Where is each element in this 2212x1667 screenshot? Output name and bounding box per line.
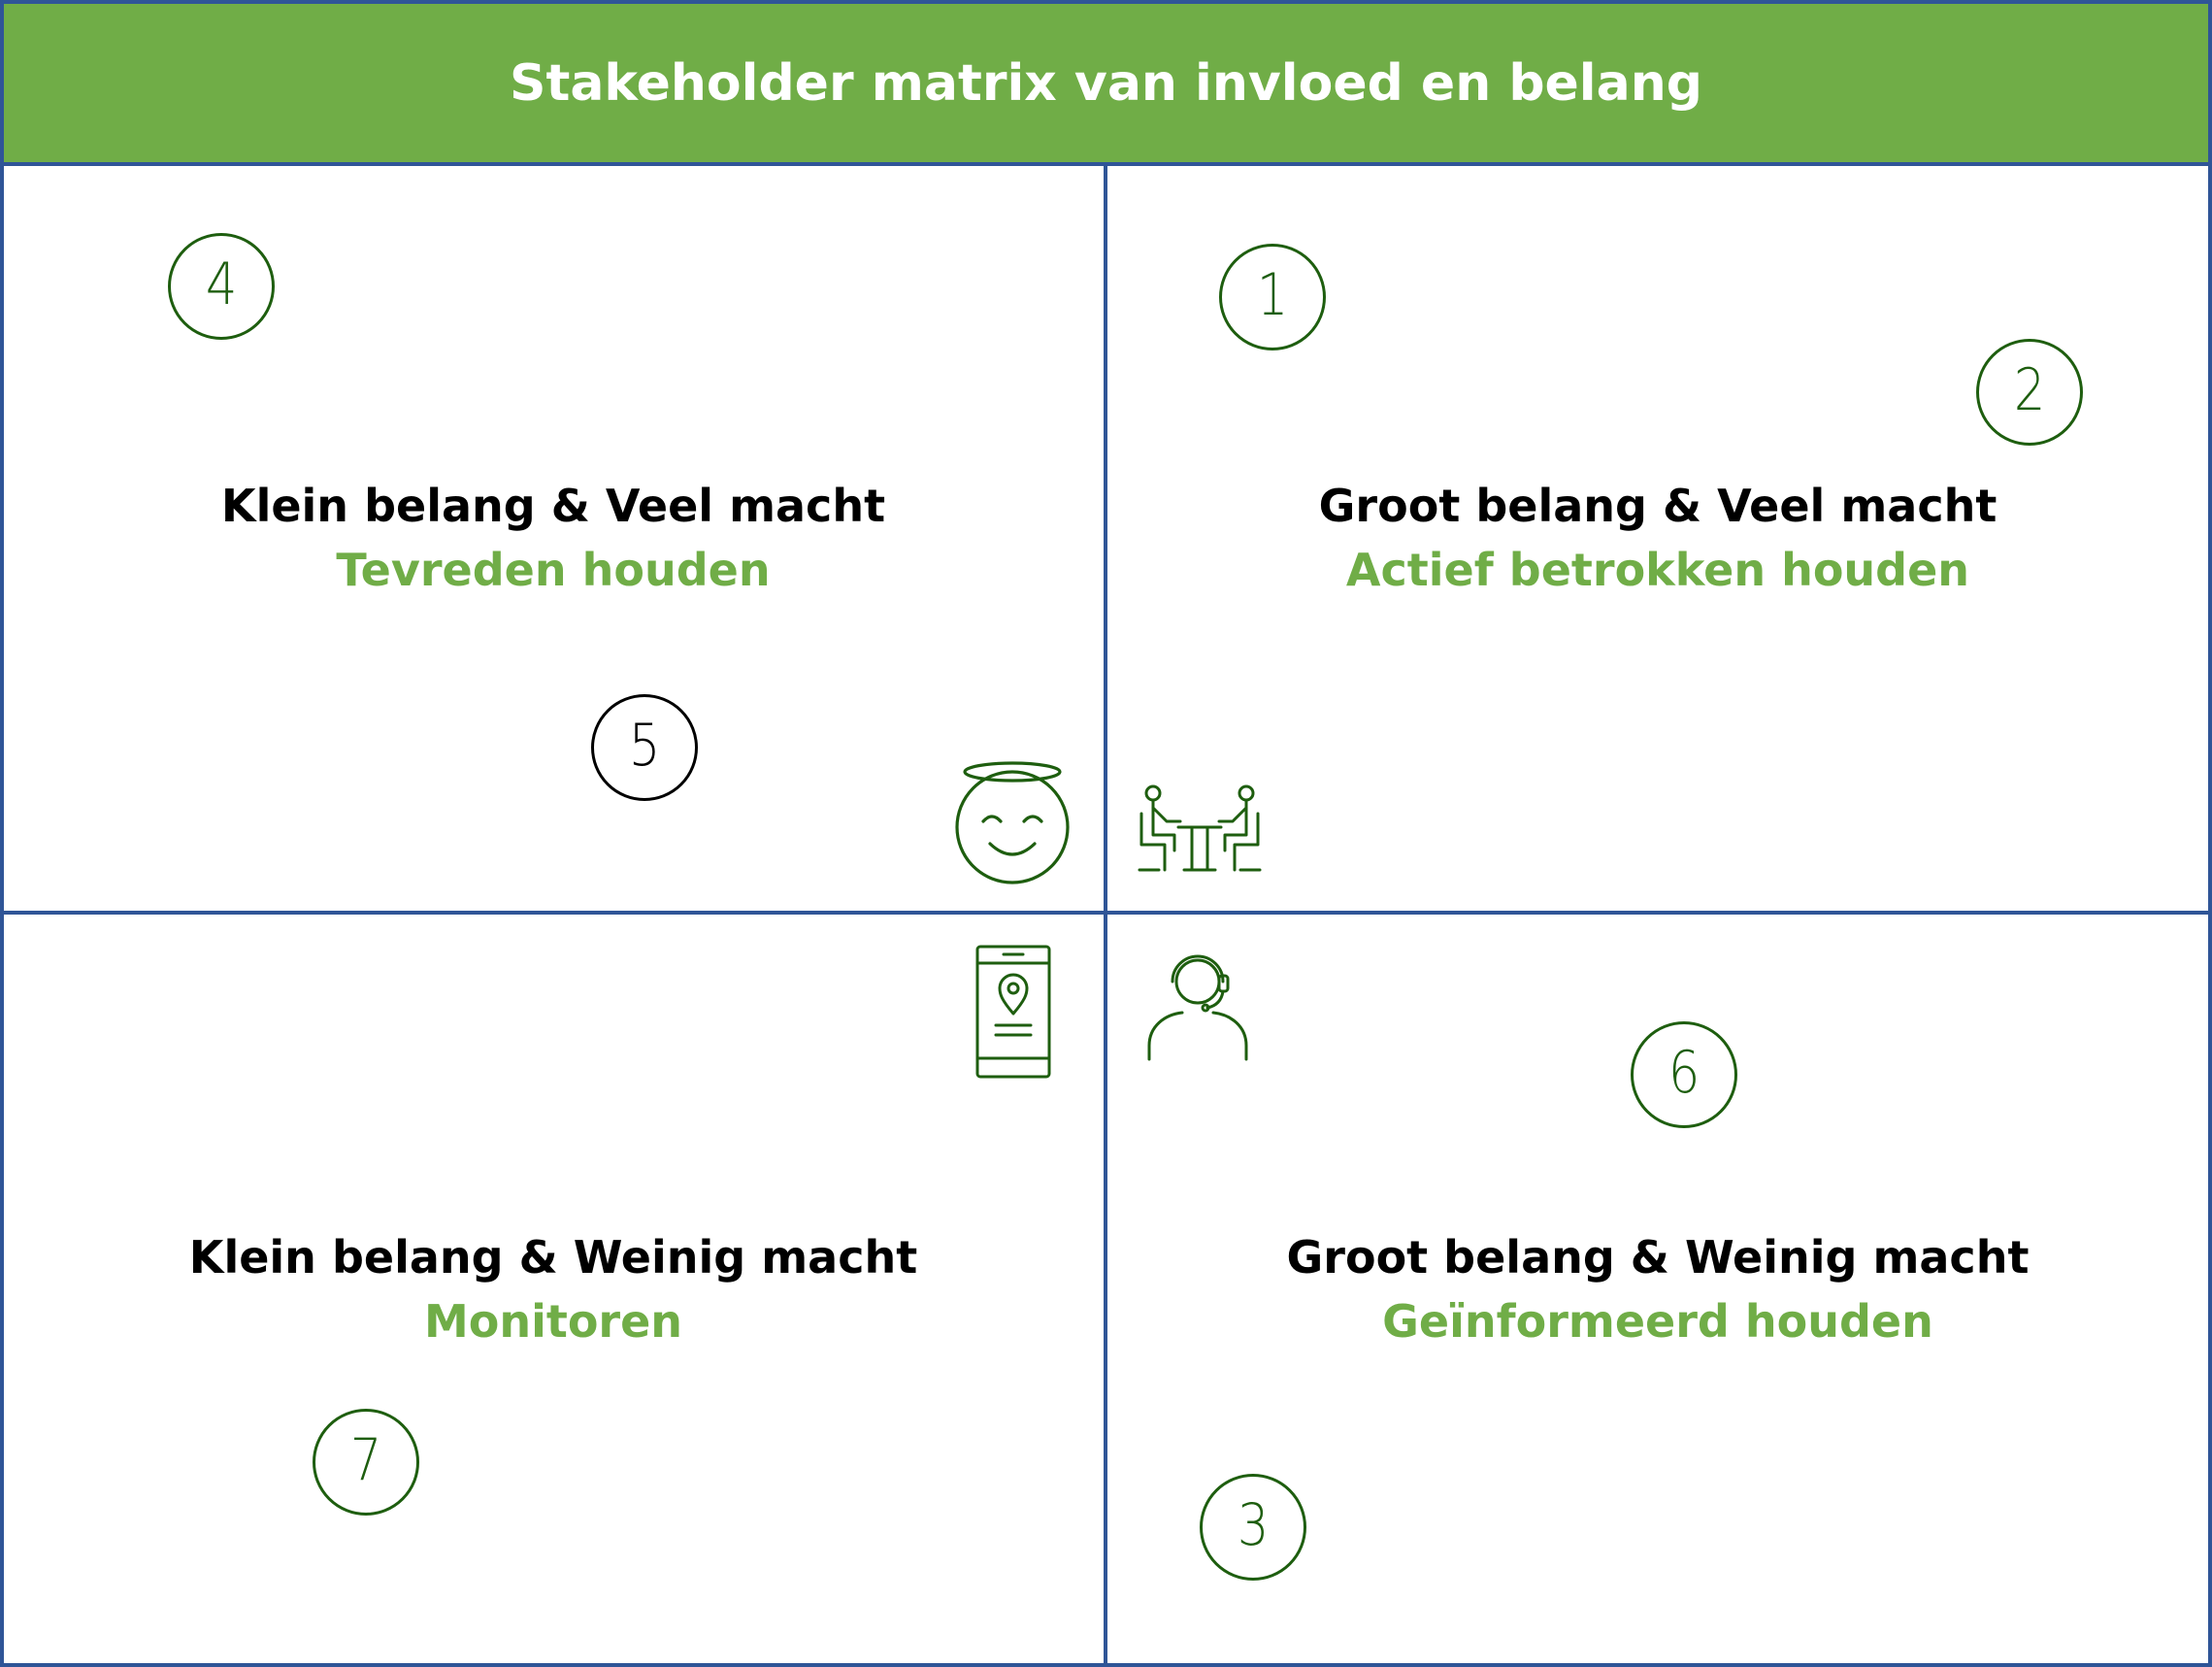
quadrant-title: Groot belang & Weinig macht: [1286, 1231, 2030, 1284]
meeting-table-icon: [1138, 784, 1262, 872]
quadrant-title: Groot belang & Veel macht: [1318, 480, 1997, 532]
quadrant-bottom-right: Groot belang & Weinig macht Geïnformeerd…: [1172, 1225, 2143, 1353]
phone-location-icon: [975, 945, 1051, 1079]
stakeholder-marker-1: 1: [1219, 244, 1326, 350]
quadrant-title: Klein belang & Weinig macht: [188, 1231, 918, 1284]
quadrant-action: Tevreden houden: [336, 544, 771, 596]
quadrant-top-left: Klein belang & Veel macht Tevreden houde…: [68, 474, 1039, 602]
vertical-divider: [1104, 162, 1107, 1663]
page-title: Stakeholder matrix van invloed en belang: [4, 4, 2208, 162]
stakeholder-marker-3: 3: [1200, 1474, 1306, 1581]
quadrant-top-right: Groot belang & Veel macht Actief betrokk…: [1172, 474, 2143, 602]
headset-person-icon: [1147, 954, 1248, 1061]
stakeholder-marker-4: 4: [168, 233, 275, 340]
stakeholder-marker-7: 7: [313, 1409, 419, 1516]
stakeholder-marker-6: 6: [1631, 1021, 1737, 1128]
smiley-angel-icon: [955, 761, 1070, 884]
quadrant-title: Klein belang & Veel macht: [220, 480, 886, 532]
quadrant-action: Actief betrokken houden: [1345, 544, 1970, 596]
quadrant-action: Monitoren: [423, 1295, 683, 1348]
stakeholder-marker-2: 2: [1976, 339, 2083, 446]
quadrant-bottom-left: Klein belang & Weinig macht Monitoren: [68, 1225, 1039, 1353]
stakeholder-marker-5: 5: [591, 694, 698, 801]
quadrant-action: Geïnformeerd houden: [1382, 1295, 1933, 1348]
